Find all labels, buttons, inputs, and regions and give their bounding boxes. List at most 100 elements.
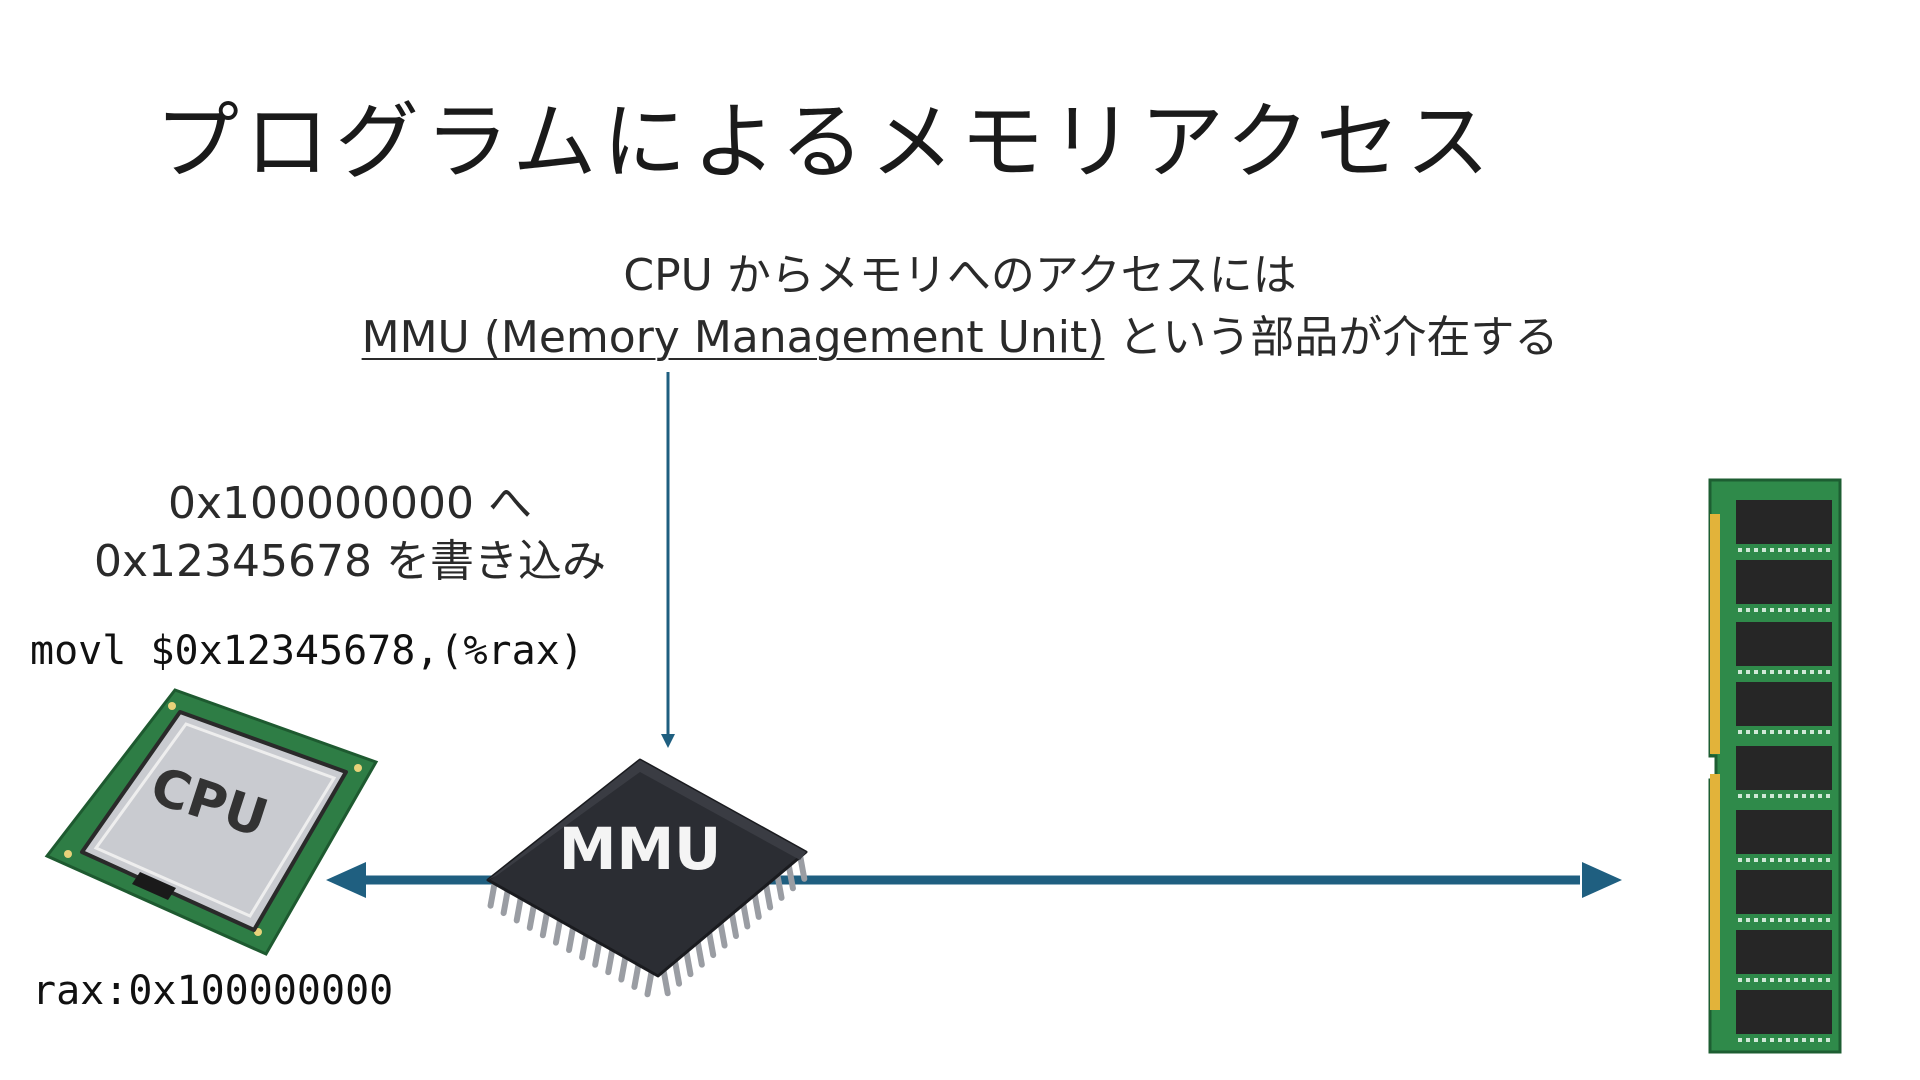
subtitle: CPU からメモリへのアクセスには MMU (Memory Management… [0, 245, 1920, 369]
mmu-pin [500, 888, 511, 917]
ram-contact-dot [1802, 548, 1806, 552]
ram-contact-dot [1818, 1038, 1822, 1042]
ram-contact-dot [1754, 1038, 1758, 1042]
ram-contact-dot [1770, 670, 1774, 674]
ram-contact-dot [1786, 670, 1790, 674]
ram-contact-dot [1762, 730, 1766, 734]
ram-contact-dot [1826, 858, 1830, 862]
ram-chip [1736, 930, 1832, 974]
mmu-pin [729, 911, 739, 939]
ram-contact-dot [1794, 548, 1798, 552]
ram-contact-dot [1754, 794, 1758, 798]
mmu-chip-icon [486, 758, 808, 998]
ram-contact-dot [1826, 730, 1830, 734]
ram-contact-dot [1754, 978, 1758, 982]
ram-contact-dot [1770, 978, 1774, 982]
ram-contact-dot [1794, 978, 1798, 982]
ram-contact-dot [1810, 670, 1814, 674]
mmu-pin [644, 969, 655, 998]
ram-contact-dot [1802, 918, 1806, 922]
ram-contact-dot [1770, 794, 1774, 798]
ram-contact-dot [1738, 1038, 1742, 1042]
ram-contact-dot [1826, 1038, 1830, 1042]
mmu-pin [763, 882, 774, 911]
mmu-pin [513, 895, 524, 924]
mmu-term: MMU (Memory Management Unit) [361, 312, 1105, 363]
subtitle-line-2: MMU (Memory Management Unit) という部品が介在する [0, 307, 1920, 369]
ram-contact-dot [1786, 918, 1790, 922]
ram-contact-dot [1738, 978, 1742, 982]
ram-contact-dot [1810, 978, 1814, 982]
ram-contact-dot [1770, 1038, 1774, 1042]
mmu-pin [605, 947, 616, 976]
ram-contact-dot [1802, 858, 1806, 862]
ram-chip [1736, 682, 1832, 726]
ram-contact-dot [1762, 1038, 1766, 1042]
ram-contact-dot [1762, 978, 1766, 982]
ram-contact-dot [1802, 1038, 1806, 1042]
ram-contact-dot [1826, 548, 1830, 552]
pointer-arrow [661, 372, 675, 748]
ram-contact-dot [1818, 918, 1822, 922]
mmu-pin [579, 932, 590, 961]
ram-contact-dot [1738, 794, 1742, 798]
ram-contact-dot [1818, 978, 1822, 982]
ram-contact-dot [1762, 608, 1766, 612]
ram-chip [1736, 810, 1832, 854]
mmu-pin [797, 853, 808, 882]
ram-contact-dot [1786, 548, 1790, 552]
ram-contact-dot [1818, 548, 1822, 552]
ram-contact-dot [1754, 670, 1758, 674]
ram-contact-dot [1794, 730, 1798, 734]
ram-contact-dot [1802, 730, 1806, 734]
ram-contact-dot [1802, 978, 1806, 982]
mmu-pin [618, 954, 629, 983]
mmu-pin [774, 872, 785, 901]
ram-contact-dot [1810, 918, 1814, 922]
ram-contact-dot [1770, 608, 1774, 612]
ram-contact-dot [1818, 608, 1822, 612]
mmu-pin [751, 891, 762, 920]
mmu-pin [740, 901, 751, 930]
ram-chip [1736, 622, 1832, 666]
mmu-pin [785, 863, 796, 892]
mmu-pin [672, 958, 683, 987]
ram-contact-dot [1754, 548, 1758, 552]
ram-contact-dot [1754, 730, 1758, 734]
ram-contact-dot [1762, 548, 1766, 552]
ram-contact-dot [1826, 794, 1830, 798]
ram-contact-dot [1738, 670, 1742, 674]
ram-contact-dot [1826, 608, 1830, 612]
ram-contact-dot [1746, 670, 1750, 674]
mmu-pin [552, 917, 563, 946]
ram-chip [1736, 500, 1832, 544]
mmu-pin [660, 968, 671, 997]
mmu-pin [566, 925, 576, 953]
ram-contact-dot [1778, 918, 1782, 922]
mmu-pin [683, 949, 694, 978]
ram-contact-dot [1810, 730, 1814, 734]
ram-contact-dot [1778, 1038, 1782, 1042]
ram-contact-dot [1786, 858, 1790, 862]
ram-contact-dot [1770, 548, 1774, 552]
ram-contact-dot [1826, 978, 1830, 982]
ram-contact-dot [1778, 548, 1782, 552]
write-description: 0x100000000 へ 0x12345678 を書き込み [60, 475, 640, 591]
register-value: rax:0x100000000 [32, 968, 394, 1014]
ram-contact-dot [1810, 794, 1814, 798]
ram-contact-dot [1778, 670, 1782, 674]
ram-contact-dot [1818, 794, 1822, 798]
ram-contact-dot [1794, 1038, 1798, 1042]
ram-contact-dot [1794, 608, 1798, 612]
ram-contact-dot [1786, 730, 1790, 734]
ram-contact-dot [1794, 670, 1798, 674]
ram-contact-dot [1746, 1038, 1750, 1042]
subtitle-line-1: CPU からメモリへのアクセスには [623, 250, 1297, 301]
subtitle-line-2-rest: という部品が介在する [1104, 312, 1559, 363]
write-desc-line-2: 0x12345678 を書き込み [94, 536, 606, 587]
ram-contact-dot [1802, 794, 1806, 798]
mmu-pin [487, 880, 498, 909]
ram-contact-dot [1762, 670, 1766, 674]
